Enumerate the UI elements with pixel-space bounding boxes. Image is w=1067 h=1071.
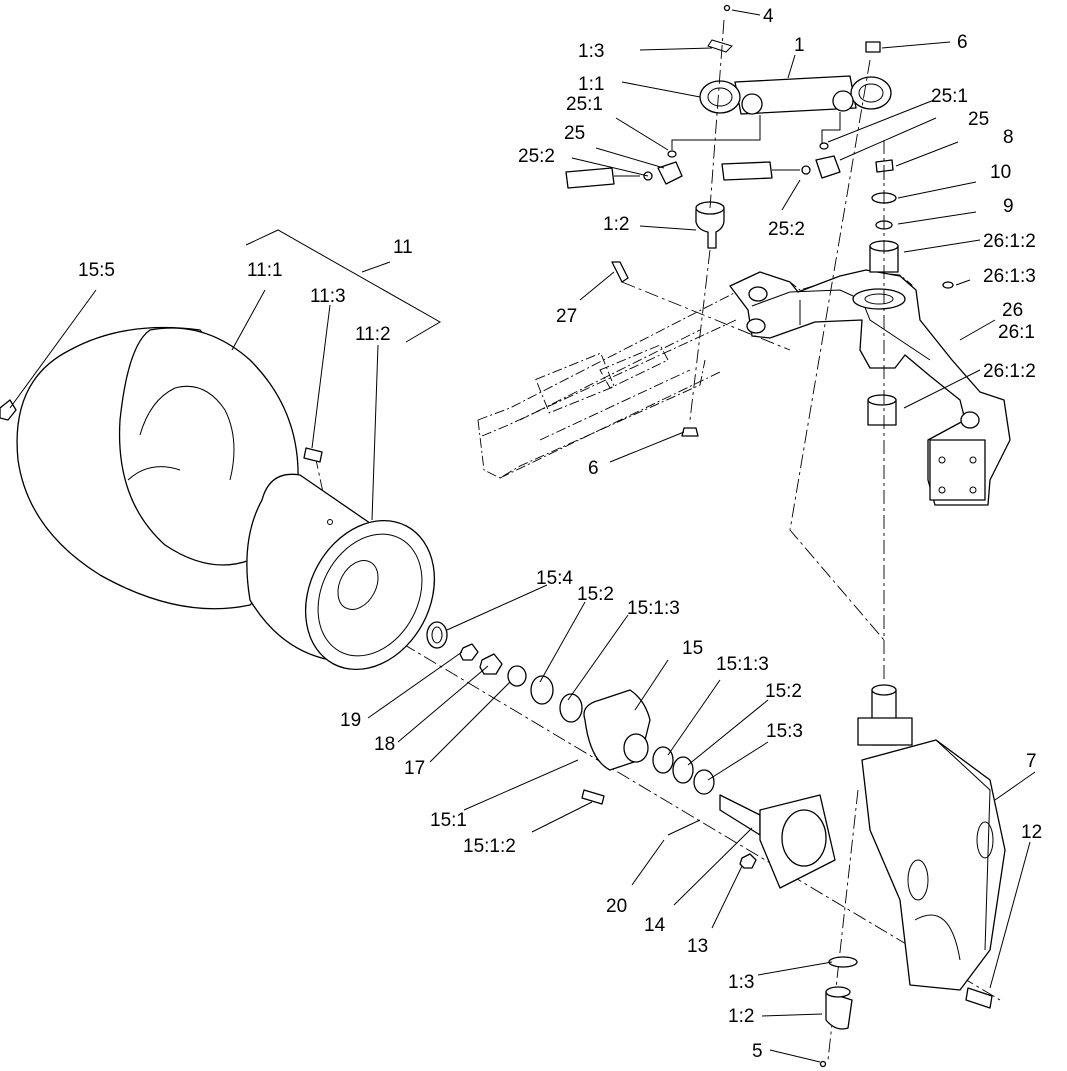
label-11: 11: [393, 237, 413, 258]
label-9: 9: [1003, 196, 1014, 217]
axle-frame: [729, 269, 1011, 506]
wheel-rim: [246, 447, 436, 671]
label-17: 17: [404, 758, 425, 779]
label-8: 8: [1003, 127, 1014, 148]
label-6-mid: 6: [588, 458, 599, 479]
hub-assembly: [426, 621, 715, 805]
steering-cylinder: [671, 39, 892, 150]
label-1-1: 1:1: [578, 74, 604, 95]
label-25-2-left: 25:2: [518, 146, 555, 167]
label-15-1-3-right: 15:1:3: [716, 654, 769, 675]
label-10: 10: [990, 162, 1011, 183]
label-1-2-top: 1:2: [603, 214, 629, 235]
callout-labels: 4 1:3 1 6 1:1 25:1 25:1 25 25 25:2 8 10 …: [78, 6, 1042, 1062]
label-11-1: 11:1: [247, 260, 283, 281]
label-12: 12: [1021, 822, 1042, 843]
label-25-1-left: 25:1: [566, 94, 603, 115]
tire: [16, 326, 301, 610]
ball-joint-top: [611, 201, 725, 437]
label-26-1: 26:1: [998, 322, 1035, 343]
label-1-2-bottom: 1:2: [728, 1006, 754, 1027]
label-4: 4: [763, 6, 774, 27]
label-25-1-right: 25:1: [931, 86, 968, 107]
label-11-3: 11:3: [310, 286, 346, 307]
ball-joint-bottom: [0, 4, 858, 1068]
label-25-2-right: 25:2: [768, 219, 805, 240]
label-14: 14: [644, 915, 666, 936]
label-6-top: 6: [957, 32, 968, 53]
label-13: 13: [687, 936, 708, 957]
label-1-3-bottom: 1:3: [728, 972, 754, 993]
label-25-right: 25: [968, 109, 989, 130]
spindle-assembly: [667, 794, 836, 889]
label-15-2-right: 15:2: [765, 681, 802, 702]
phantom-frame: [477, 271, 913, 479]
label-26-1-2-lower: 26:1:2: [983, 361, 1036, 382]
label-1: 1: [794, 35, 805, 56]
leader-lines: [9, 9, 1036, 1063]
label-18: 18: [374, 734, 395, 755]
label-20: 20: [606, 896, 627, 917]
label-27: 27: [556, 306, 577, 327]
label-15: 15: [682, 638, 703, 659]
label-19: 19: [340, 710, 361, 731]
label-15-3: 15:3: [766, 721, 803, 742]
label-11-2: 11:2: [355, 324, 391, 345]
label-15-1-3-left: 15:1:3: [627, 598, 680, 619]
label-15-2-left: 15:2: [577, 584, 614, 605]
label-1-3-top: 1:3: [578, 41, 604, 62]
label-7: 7: [1026, 751, 1037, 772]
label-15-1-2: 15:1:2: [463, 836, 516, 857]
label-26: 26: [1002, 300, 1023, 321]
label-26-1-3: 26:1:3: [983, 266, 1036, 287]
label-5: 5: [752, 1041, 763, 1062]
label-25-left: 25: [564, 123, 585, 144]
label-15-4: 15:4: [536, 568, 573, 589]
label-26-1-2-top: 26:1:2: [983, 231, 1036, 252]
assembly-centerlines: [144, 19, 1001, 1061]
label-15-1: 15:1: [430, 810, 467, 831]
steering-knuckle: [857, 684, 1006, 1009]
label-15-5: 15:5: [78, 260, 115, 281]
